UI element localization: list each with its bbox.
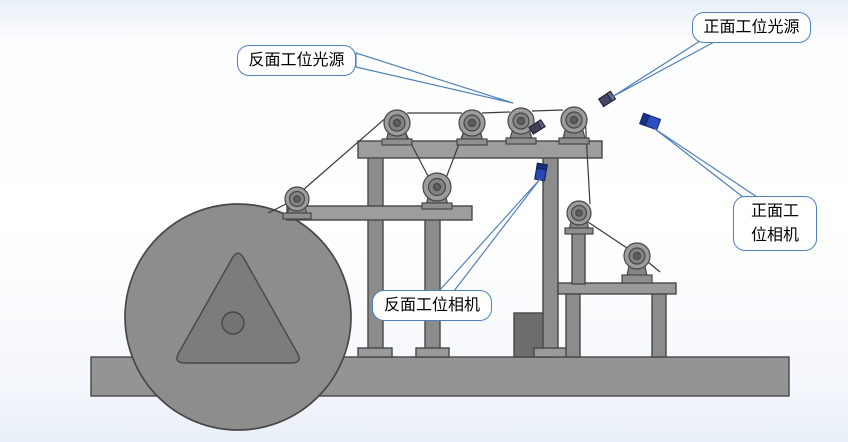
drum-axle [221, 311, 245, 335]
drum-hub-plate [176, 252, 300, 364]
guide-roller-2 [456, 109, 488, 146]
film-segment [584, 114, 591, 205]
guide-roller-arm [282, 186, 312, 220]
guide-roller-1 [381, 109, 413, 146]
callout-front-camera-line1: 正面工 [750, 203, 799, 221]
frame-right-foot [533, 347, 569, 358]
film-segment [647, 261, 661, 273]
guide-roller-3 [505, 107, 537, 145]
front-camera [639, 112, 662, 131]
frame-left-foot [357, 347, 393, 358]
callout-front-camera-line2: 位相机 [750, 226, 799, 244]
guide-roller-right-upper [564, 200, 594, 235]
callout-back-camera-label: 反面工位相机 [383, 296, 480, 314]
guide-roller-4 [558, 106, 590, 145]
callout-back-light-label: 反面工位光源 [248, 51, 345, 69]
vision-components [528, 90, 662, 182]
film-segment [587, 221, 628, 249]
film-segment [267, 203, 287, 214]
leader-front-light [611, 40, 717, 98]
callout-front-light: 正面工位光源 [692, 12, 811, 43]
callout-leaders [355, 40, 758, 292]
bench-top [557, 282, 677, 295]
callout-front-camera: 正面工 位相机 [733, 196, 817, 251]
frame-right-post [542, 154, 559, 351]
main-drum-wheel [124, 203, 352, 431]
guide-roller-bench [621, 242, 653, 284]
film-web-path [267, 109, 661, 273]
back-light-source [528, 119, 546, 135]
film-segment [481, 111, 511, 114]
callout-front-light-label: 正面工位光源 [703, 18, 800, 36]
front-light-source [597, 90, 617, 108]
callout-back-camera: 反面工位相机 [372, 290, 492, 321]
guide-roller-hanging [421, 172, 453, 210]
frame-mid-foot [415, 347, 450, 358]
leader-back-camera [438, 178, 541, 292]
leader-front-camera [654, 128, 758, 198]
bench-left-leg [565, 293, 581, 358]
bench-right-leg [651, 293, 667, 358]
back-camera [534, 162, 548, 182]
roller-support-post [571, 226, 586, 285]
frame-mid-post [424, 217, 441, 351]
film-segment [531, 109, 564, 112]
right-bench [557, 226, 677, 358]
leader-back-light [355, 52, 514, 104]
film-segment [302, 115, 389, 191]
guide-rollers [282, 106, 653, 284]
callout-back-light: 反面工位光源 [237, 45, 356, 76]
